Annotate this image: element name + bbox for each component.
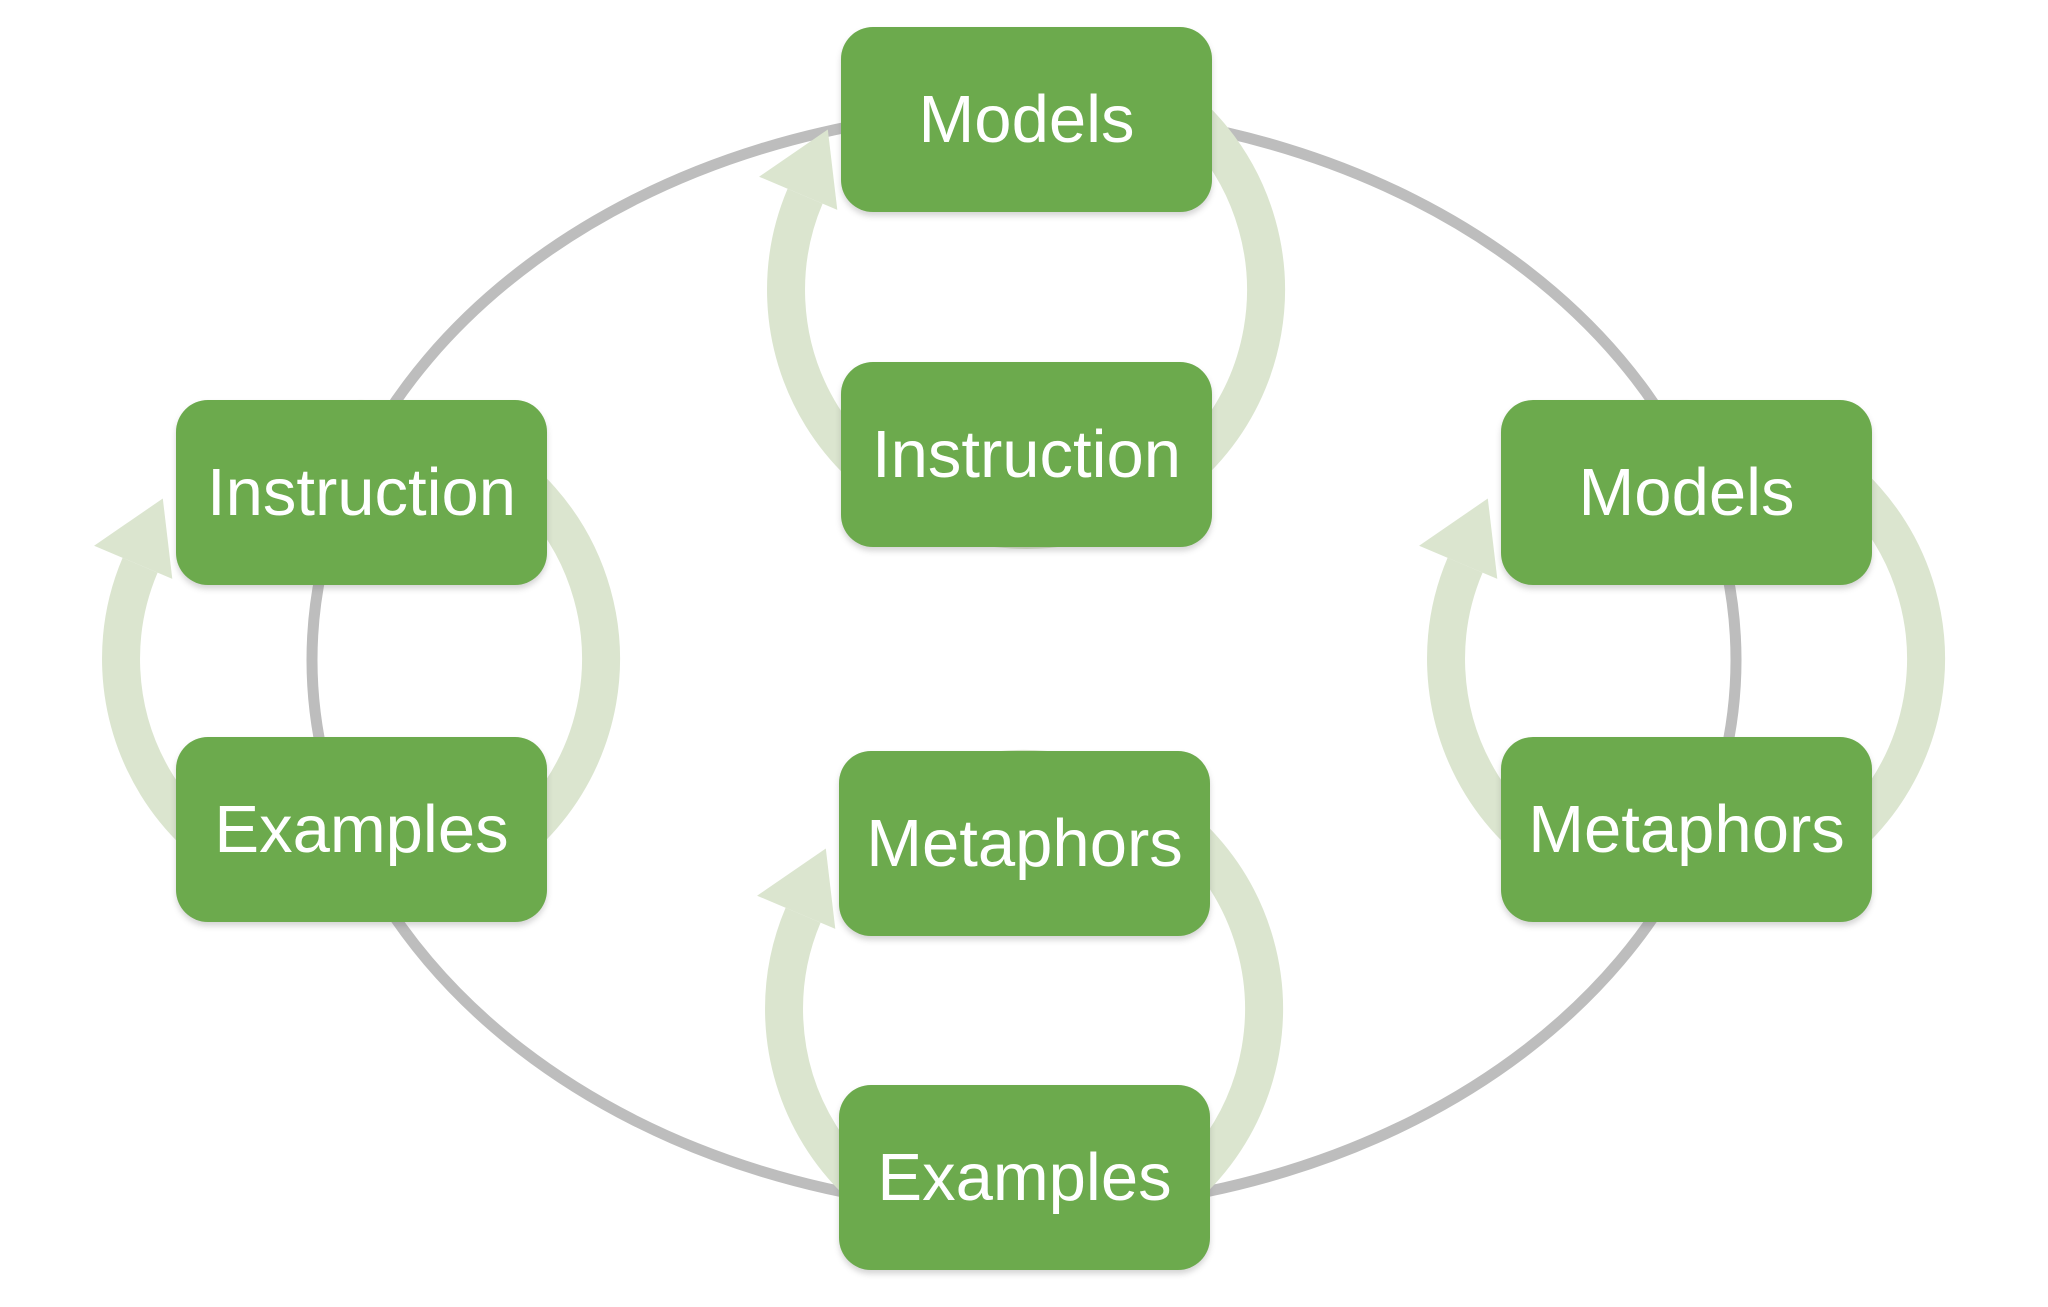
cycle-arrow-bottom-arrowhead-icon (757, 848, 836, 929)
node-right-models-label: Models (1578, 455, 1795, 530)
node-bottom-metaphors: Metaphors (839, 751, 1210, 936)
cycle-arrow-left-arrowhead-icon (94, 498, 173, 579)
node-right-metaphors: Metaphors (1501, 737, 1872, 922)
node-bottom-examples-label: Examples (877, 1140, 1172, 1215)
node-top-models: Models (841, 27, 1212, 212)
node-left-instruction-label: Instruction (206, 455, 517, 530)
cycle-arrow-right-arrowhead-icon (1419, 498, 1498, 579)
node-right-models: Models (1501, 400, 1872, 585)
node-left-examples-label: Examples (214, 792, 509, 867)
node-left-examples: Examples (176, 737, 547, 922)
node-top-instruction: Instruction (841, 362, 1212, 547)
cycle-arrow-top-arrowhead-icon (759, 129, 838, 210)
node-bottom-metaphors-label: Metaphors (866, 806, 1183, 881)
node-top-instruction-label: Instruction (871, 417, 1182, 492)
node-bottom-examples: Examples (839, 1085, 1210, 1270)
node-top-models-label: Models (918, 82, 1135, 157)
node-left-instruction: Instruction (176, 400, 547, 585)
outer-loop-ellipse (306, 104, 1742, 1216)
node-right-metaphors-label: Metaphors (1528, 792, 1845, 867)
